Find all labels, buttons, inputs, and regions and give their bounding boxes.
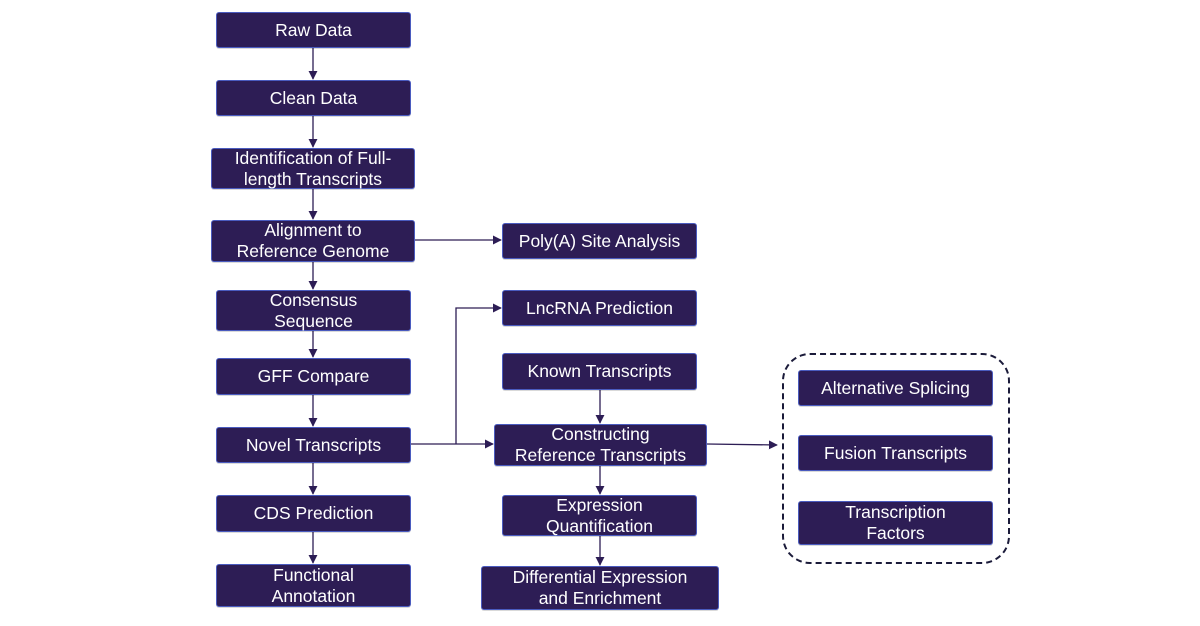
node-alternative-splicing[interactable]: Alternative Splicing xyxy=(798,370,993,406)
downstream-analysis-group xyxy=(782,353,1010,564)
node-constructing-reference-transcripts[interactable]: Constructing Reference Transcripts xyxy=(494,424,707,466)
node-polya-site-analysis[interactable]: Poly(A) Site Analysis xyxy=(502,223,697,259)
node-expression-quantification[interactable]: Expression Quantification xyxy=(502,495,697,536)
arrow-constructing-to-group xyxy=(706,440,778,450)
node-clean-data[interactable]: Clean Data xyxy=(216,80,411,116)
node-transcription-factors[interactable]: Transcription Factors xyxy=(798,501,993,545)
node-identification-full-length[interactable]: Identification of Full- length Transcrip… xyxy=(211,148,415,189)
node-fusion-transcripts[interactable]: Fusion Transcripts xyxy=(798,435,993,471)
arrow-novel-to-lncrna xyxy=(455,303,502,444)
node-consensus-sequence[interactable]: Consensus Sequence xyxy=(216,290,411,331)
node-gff-compare[interactable]: GFF Compare xyxy=(216,358,411,395)
node-cds-prediction[interactable]: CDS Prediction xyxy=(216,495,411,532)
node-functional-annotation[interactable]: Functional Annotation xyxy=(216,564,411,607)
node-alignment-reference-genome[interactable]: Alignment to Reference Genome xyxy=(211,220,415,262)
node-novel-transcripts[interactable]: Novel Transcripts xyxy=(216,427,411,463)
node-raw-data[interactable]: Raw Data xyxy=(216,12,411,48)
node-differential-expression-enrichment[interactable]: Differential Expression and Enrichment xyxy=(481,566,719,610)
node-known-transcripts[interactable]: Known Transcripts xyxy=(502,353,697,390)
node-lncrna-prediction[interactable]: LncRNA Prediction xyxy=(502,290,697,326)
